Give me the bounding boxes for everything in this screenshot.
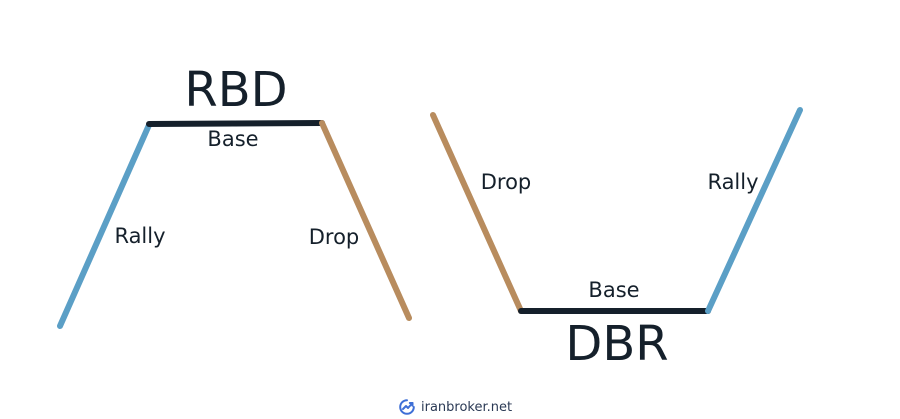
dbr-drop-line bbox=[430, 112, 524, 314]
dbr-title: DBR bbox=[565, 316, 668, 372]
brand-text: iranbroker.net bbox=[421, 399, 513, 415]
rbd-rally-line bbox=[57, 122, 152, 329]
rbd-base-label: Base bbox=[207, 127, 258, 151]
rbd-title: RBD bbox=[184, 62, 287, 118]
rbd-drop-line bbox=[319, 120, 412, 321]
trend-chart-icon bbox=[398, 398, 416, 416]
rbd-drop-label: Drop bbox=[309, 225, 360, 249]
rbd-base-line bbox=[146, 120, 325, 127]
rbd-pattern: RBD Base Rally Drop bbox=[57, 62, 412, 329]
brand-watermark[interactable]: iranbroker.net bbox=[398, 396, 512, 418]
dbr-rally-line bbox=[705, 107, 803, 314]
rbd-rally-label: Rally bbox=[114, 224, 165, 248]
dbr-pattern: DBR Base Drop Rally bbox=[430, 107, 803, 372]
dbr-drop-label: Drop bbox=[481, 170, 532, 194]
dbr-base-label: Base bbox=[588, 278, 639, 302]
dbr-rally-label: Rally bbox=[707, 170, 758, 194]
